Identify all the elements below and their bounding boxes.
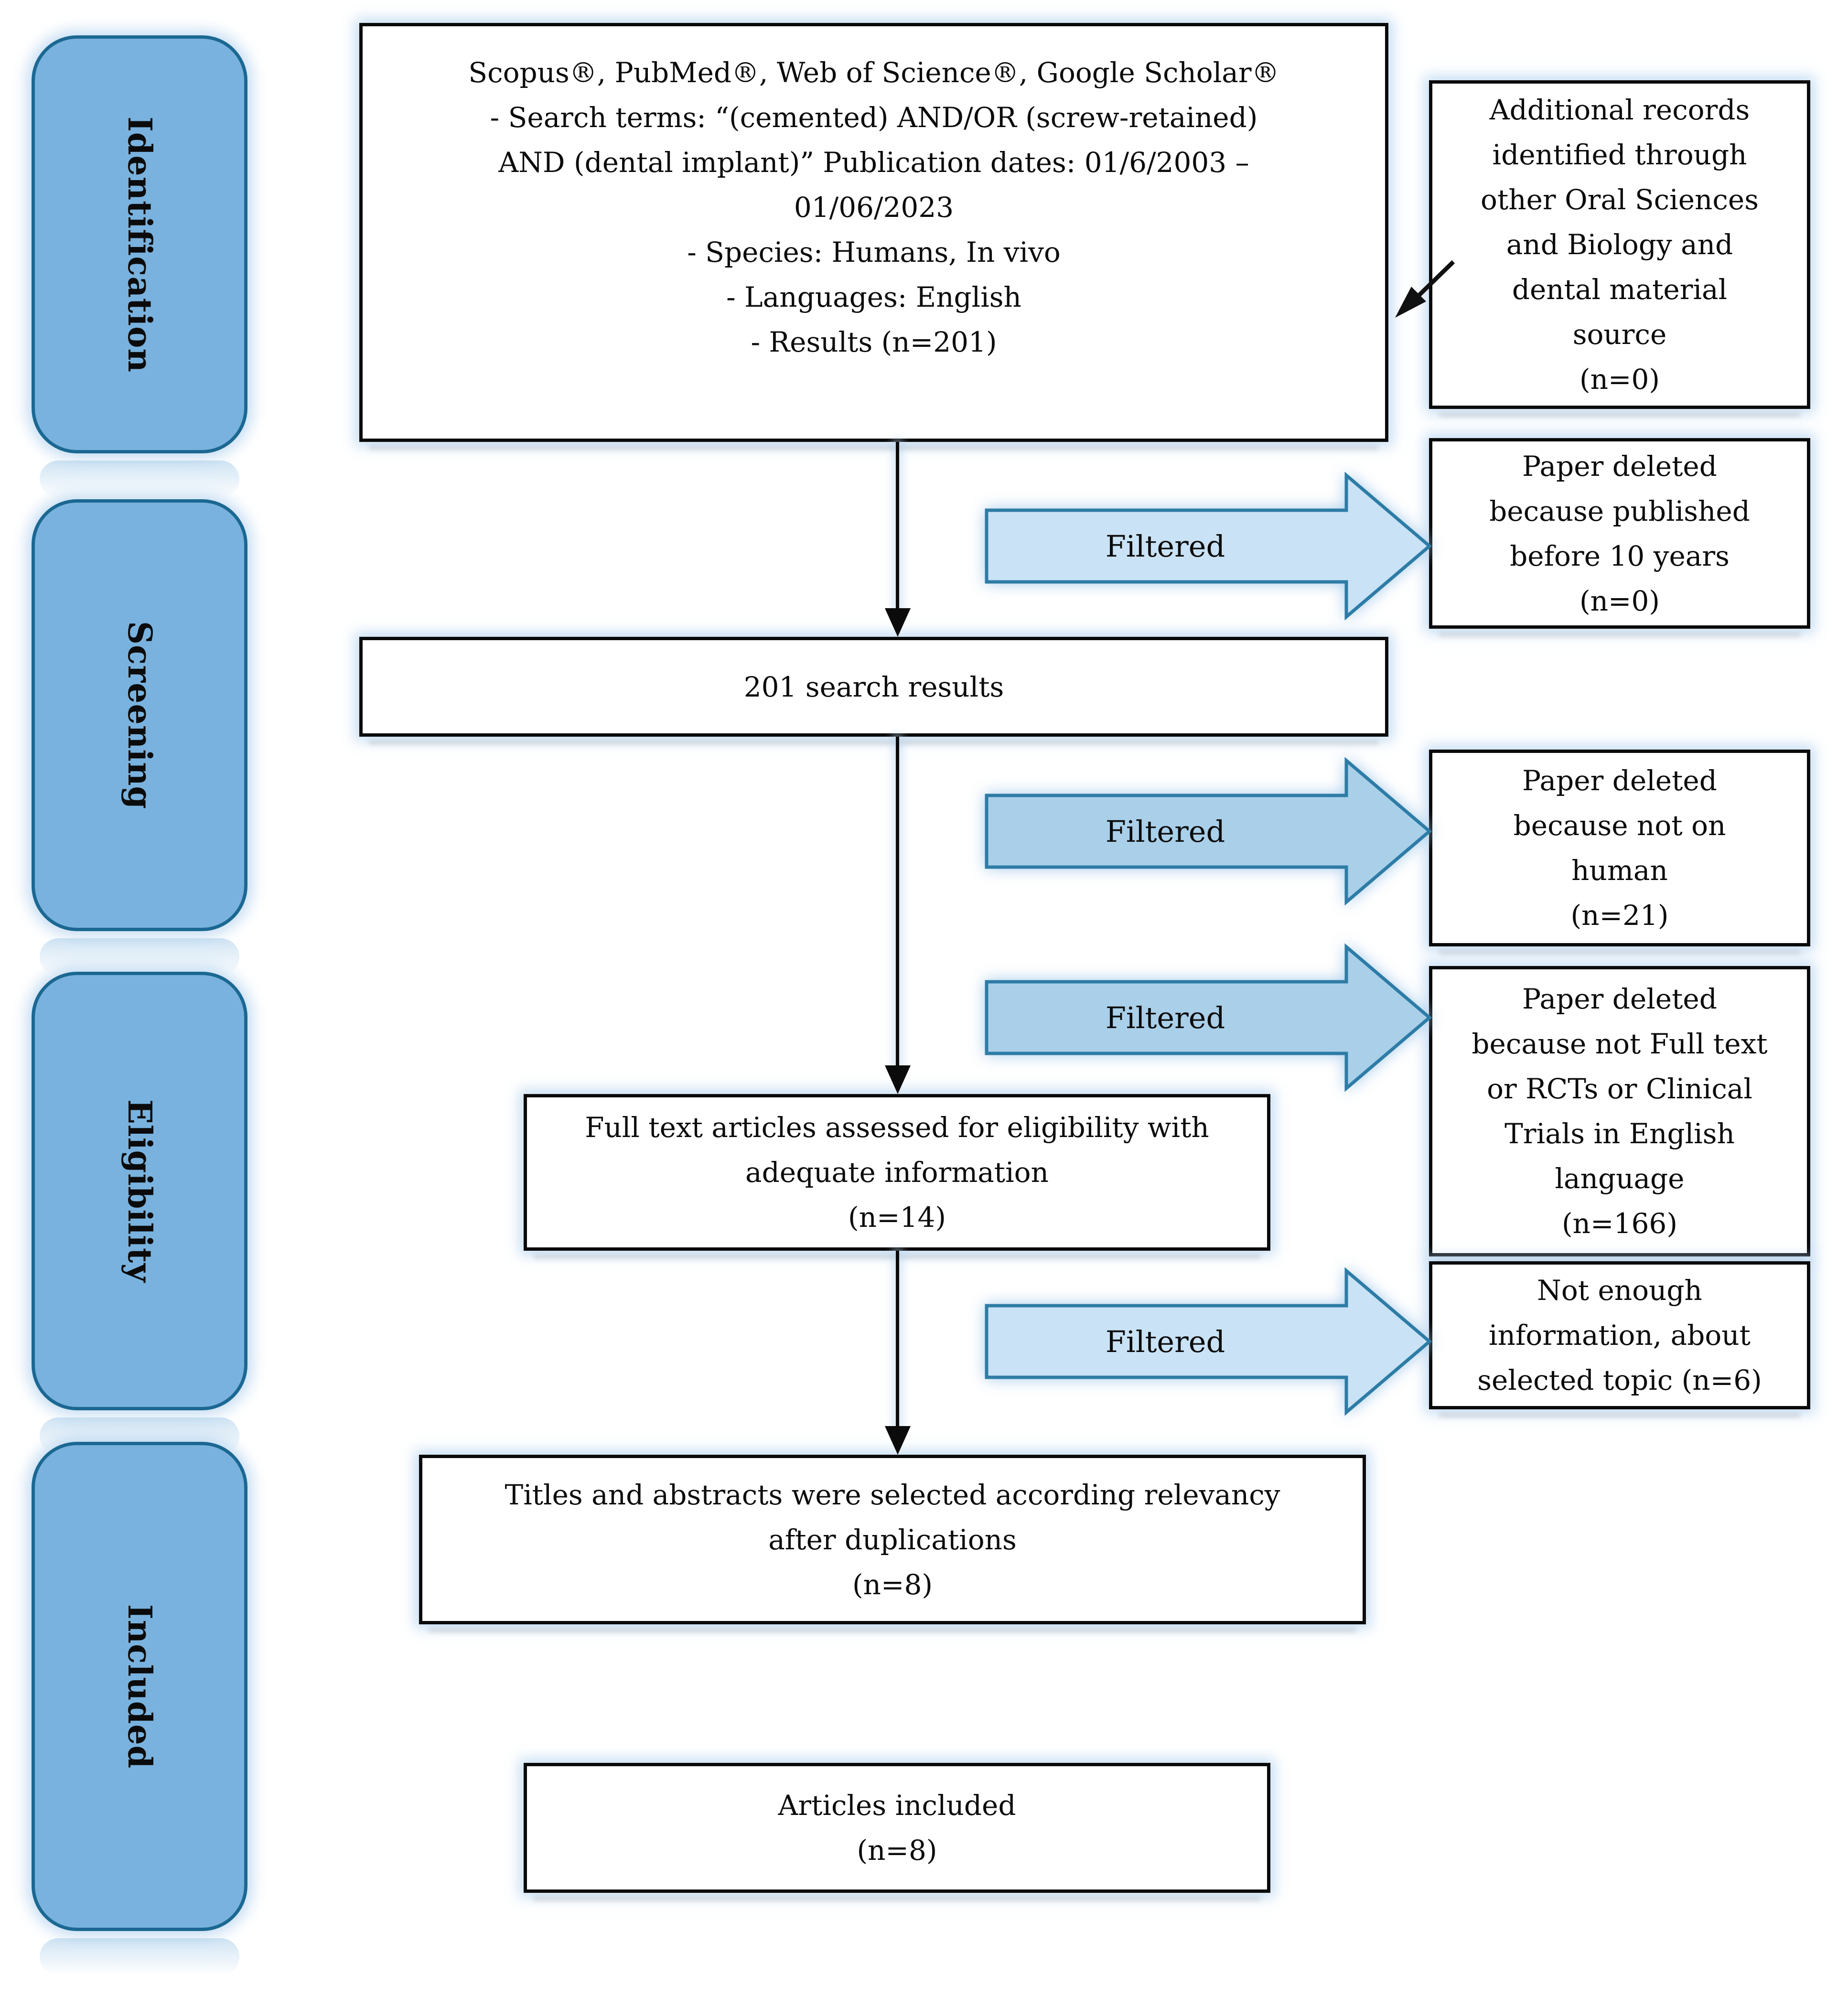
text-line: before 10 years bbox=[1510, 539, 1730, 572]
text-line: (n=8) bbox=[857, 1834, 937, 1867]
text-line: information, about bbox=[1489, 1319, 1751, 1352]
text-line: (n=21) bbox=[1570, 899, 1669, 932]
text-line: Not enough bbox=[1537, 1274, 1702, 1307]
connector-line bbox=[896, 1251, 899, 1428]
articles-included-box: Articles included (n=8) bbox=[524, 1763, 1270, 1893]
text-line: because published bbox=[1489, 494, 1750, 527]
filtered-arrow-label: Filtered bbox=[1105, 1000, 1225, 1035]
text-line: selected topic (n=6) bbox=[1477, 1364, 1762, 1396]
filtered-arrow-2: Filtered bbox=[984, 755, 1433, 908]
text-line: because not Full text bbox=[1472, 1028, 1768, 1060]
right-block-arrow-icon bbox=[985, 757, 1432, 906]
deleted-not-full-text-box: Paper deleted because not Full text or R… bbox=[1429, 966, 1810, 1256]
filtered-arrow-label: Filtered bbox=[1105, 1324, 1225, 1359]
filtered-arrow-label: Filtered bbox=[1105, 814, 1225, 849]
filtered-arrow-1: Filtered bbox=[984, 470, 1433, 622]
text-line: dental material bbox=[1512, 273, 1728, 306]
stage-eligibility: Eligibility bbox=[32, 972, 247, 1455]
text-line: after duplications bbox=[768, 1523, 1017, 1556]
text-line: - Languages: English bbox=[726, 281, 1021, 313]
stage-identification-label: Identification bbox=[120, 116, 159, 373]
stage-screening: Screening bbox=[32, 499, 247, 976]
text-line: identified through bbox=[1492, 139, 1747, 171]
full-text-assessed-box: Full text articles assessed for eligibil… bbox=[524, 1094, 1270, 1251]
text-line: 201 search results bbox=[743, 670, 1004, 703]
filtered-arrow-4: Filtered bbox=[984, 1265, 1433, 1418]
connector-line bbox=[896, 737, 899, 1068]
text-line: - Results (n=201) bbox=[751, 326, 997, 358]
text-line: human bbox=[1571, 854, 1668, 887]
stage-identification: Identification bbox=[32, 35, 247, 498]
down-arrowhead-icon bbox=[885, 608, 911, 637]
text-line: (n=0) bbox=[1579, 584, 1660, 617]
stage-eligibility-label: Eligibility bbox=[120, 1099, 159, 1283]
text-line: - Species: Humans, In vivo bbox=[687, 236, 1061, 268]
stage-screening-label: Screening bbox=[120, 621, 159, 810]
text-line: Trials in English bbox=[1504, 1117, 1735, 1150]
text-line: (n=0) bbox=[1579, 363, 1660, 396]
diagonal-arrow-icon bbox=[1395, 260, 1455, 318]
right-block-arrow-icon bbox=[985, 472, 1432, 621]
filtered-arrow-label: Filtered bbox=[1105, 528, 1225, 564]
text-line: adequate information bbox=[745, 1156, 1049, 1189]
text-line: Scopus®, PubMed®, Web of Science®, Googl… bbox=[468, 56, 1279, 89]
text-line: because not on bbox=[1513, 809, 1726, 842]
additional-records-box: Additional records identified through ot… bbox=[1429, 80, 1810, 409]
text-line: other Oral Sciences bbox=[1481, 183, 1759, 216]
text-line: or RCTs or Clinical bbox=[1487, 1073, 1752, 1105]
text-line: - Search terms: “(cemented) AND/OR (scre… bbox=[490, 101, 1258, 134]
text-line: 01/06/2023 bbox=[794, 191, 954, 224]
text-line: Paper deleted bbox=[1522, 983, 1717, 1015]
stage-included: Included bbox=[32, 1442, 247, 1975]
identification-sources-box: Scopus®, PubMed®, Web of Science®, Googl… bbox=[359, 23, 1388, 442]
stage-included-label: Included bbox=[120, 1604, 159, 1769]
text-line: (n=166) bbox=[1562, 1207, 1677, 1240]
text-line: AND (dental implant)” Publication dates:… bbox=[498, 146, 1249, 179]
text-line: Articles included bbox=[778, 1789, 1016, 1822]
deleted-not-on-human-box: Paper deleted because not on human (n=21… bbox=[1429, 750, 1810, 946]
right-block-arrow-icon bbox=[985, 943, 1432, 1092]
not-enough-information-box: Not enough information, about selected t… bbox=[1429, 1261, 1810, 1409]
text-line: Full text articles assessed for eligibil… bbox=[585, 1111, 1209, 1144]
text-line: language bbox=[1555, 1162, 1685, 1195]
down-arrowhead-icon bbox=[885, 1426, 911, 1455]
connector-line bbox=[896, 442, 899, 612]
down-arrowhead-icon bbox=[885, 1065, 911, 1094]
right-block-arrow-icon bbox=[985, 1267, 1432, 1416]
text-line: Titles and abstracts were selected accor… bbox=[505, 1478, 1280, 1511]
text-line: (n=14) bbox=[848, 1201, 946, 1234]
text-line: Paper deleted bbox=[1522, 764, 1717, 797]
text-line: Paper deleted bbox=[1522, 450, 1717, 483]
text-line: (n=8) bbox=[852, 1568, 933, 1601]
search-results-box: 201 search results bbox=[359, 637, 1388, 737]
filtered-arrow-3: Filtered bbox=[984, 941, 1433, 1094]
deleted-before-10-years-box: Paper deleted because published before 1… bbox=[1429, 438, 1810, 629]
text-line: Additional records bbox=[1489, 94, 1750, 126]
text-line: source bbox=[1572, 318, 1667, 351]
titles-abstracts-box: Titles and abstracts were selected accor… bbox=[419, 1455, 1366, 1624]
text-line: and Biology and bbox=[1506, 228, 1733, 261]
